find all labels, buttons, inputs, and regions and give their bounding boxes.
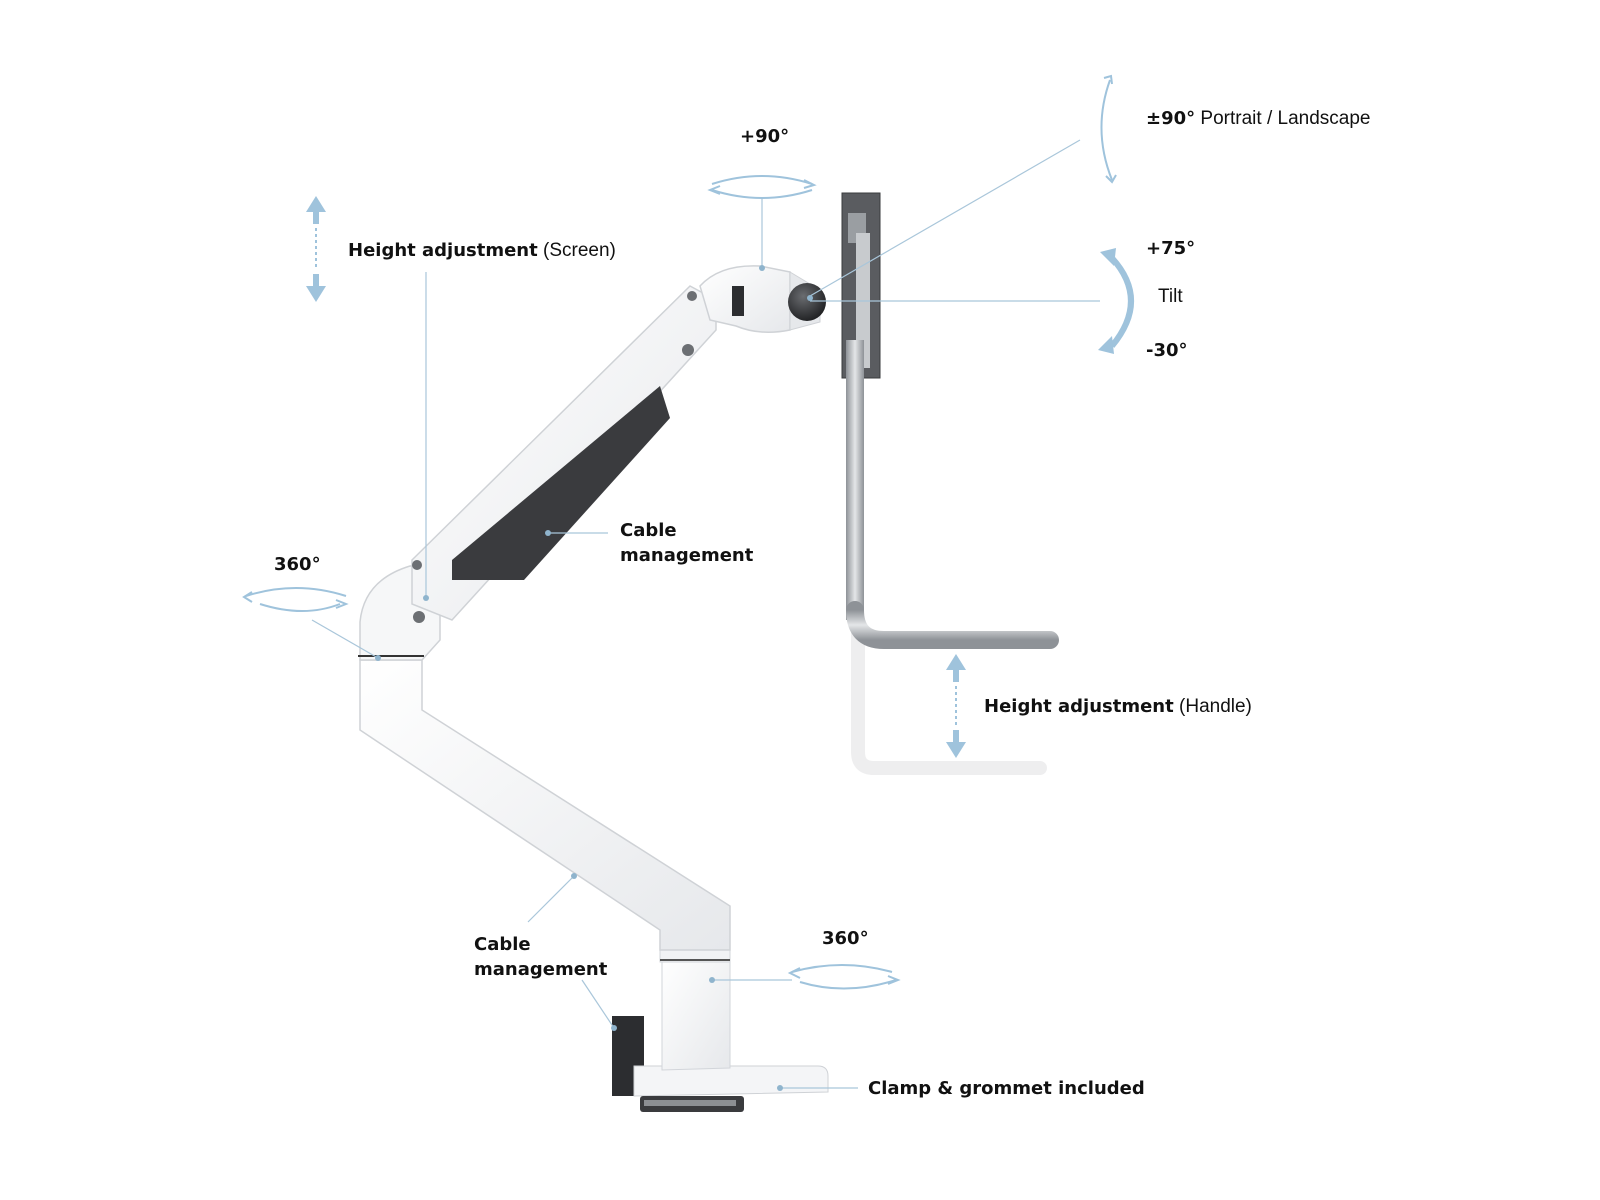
cable-upper-line2: management xyxy=(620,545,754,566)
handle-bar xyxy=(846,340,1059,649)
height-handle-label: Height adjustment (Handle) xyxy=(984,694,1252,719)
upper-arm xyxy=(411,285,717,623)
tilt-down-degree: -30° xyxy=(1146,340,1188,361)
base-swivel-label: 360° xyxy=(822,926,869,951)
height-screen-bold: Height adjustment xyxy=(348,240,538,261)
elbow-swivel-degree: 360° xyxy=(274,554,321,575)
elbow-swivel-label: 360° xyxy=(274,552,321,577)
tilt-arrow-icon xyxy=(1098,248,1134,354)
height-screen-arrow-icon xyxy=(306,196,326,302)
height-screen-paren: (Screen) xyxy=(543,240,616,261)
cable-lower-line2: management xyxy=(474,959,608,980)
elbow-swivel-arrow-icon xyxy=(242,587,349,612)
cable-lower-line1: Cable xyxy=(474,934,531,955)
ghost-handle xyxy=(851,623,1047,775)
clamp-text: Clamp & grommet included xyxy=(868,1078,1145,1099)
tilt-up-degree: +75° xyxy=(1146,238,1196,259)
arm-head xyxy=(699,265,826,333)
tilt-down-label: -30° xyxy=(1146,338,1188,363)
tilt-up-label: +75° xyxy=(1146,236,1195,261)
leader-lines xyxy=(311,139,1100,1089)
portrait-degree: ±90° xyxy=(1146,108,1196,129)
height-handle-arrow-icon xyxy=(946,654,966,758)
leader-dots xyxy=(375,265,813,1091)
cable-management-upper-label: Cable management xyxy=(620,518,753,568)
cable-upper-line1: Cable xyxy=(620,520,677,541)
height-handle-bold: Height adjustment xyxy=(984,696,1174,717)
lower-arm xyxy=(359,659,731,951)
base-swivel-arrow-icon xyxy=(787,964,901,990)
height-screen-label: Height adjustment (Screen) xyxy=(348,238,616,263)
portrait-landscape-label: ±90° Portrait / Landscape xyxy=(1146,106,1370,131)
clamp-grommet-label: Clamp & grommet included xyxy=(868,1076,1145,1101)
base-swivel-degree: 360° xyxy=(822,928,869,949)
head-swivel-label: +90° xyxy=(740,124,789,149)
head-swivel-degree: +90° xyxy=(740,126,790,147)
rotation-arrow-icon xyxy=(1100,74,1117,184)
tilt-text: Tilt xyxy=(1158,286,1183,307)
head-swivel-arrow-icon xyxy=(707,175,817,199)
cable-management-lower-label: Cable management xyxy=(474,932,607,982)
height-handle-paren: (Handle) xyxy=(1179,696,1252,717)
tilt-label: Tilt xyxy=(1158,284,1183,309)
portrait-text: Portrait / Landscape xyxy=(1200,108,1371,129)
